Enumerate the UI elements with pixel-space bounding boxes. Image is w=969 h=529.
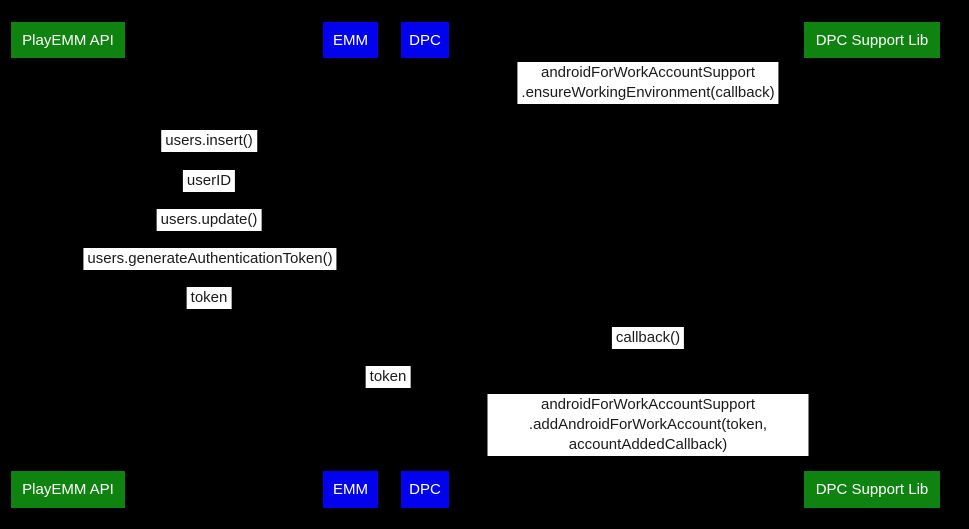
message-users-update: users.update() — [156, 209, 262, 231]
message-users-insert: users.insert() — [161, 130, 257, 152]
message-callback: callback() — [611, 327, 685, 349]
actor-emm-bottom: EMM — [323, 471, 378, 508]
actor-emm-top: EMM — [323, 22, 378, 58]
actor-playemm-api-top: PlayEMM API — [11, 22, 125, 58]
message-add-android-for-work-account: androidForWorkAccountSupport .addAndroid… — [487, 394, 809, 456]
message-generate-authentication-token: users.generateAuthenticationToken() — [83, 248, 337, 270]
message-token-forward: token — [365, 366, 411, 388]
actor-dpc-support-lib-top: DPC Support Lib — [804, 22, 940, 58]
message-token-reply: token — [186, 287, 232, 309]
actor-dpc-bottom: DPC — [401, 471, 449, 508]
message-user-id: userID — [182, 170, 236, 192]
actor-dpc-support-lib-bottom: DPC Support Lib — [804, 471, 940, 508]
message-ensure-working-environment: androidForWorkAccountSupport .ensureWork… — [517, 62, 779, 104]
actor-dpc-top: DPC — [401, 22, 449, 58]
actor-playemm-api-bottom: PlayEMM API — [11, 471, 125, 508]
